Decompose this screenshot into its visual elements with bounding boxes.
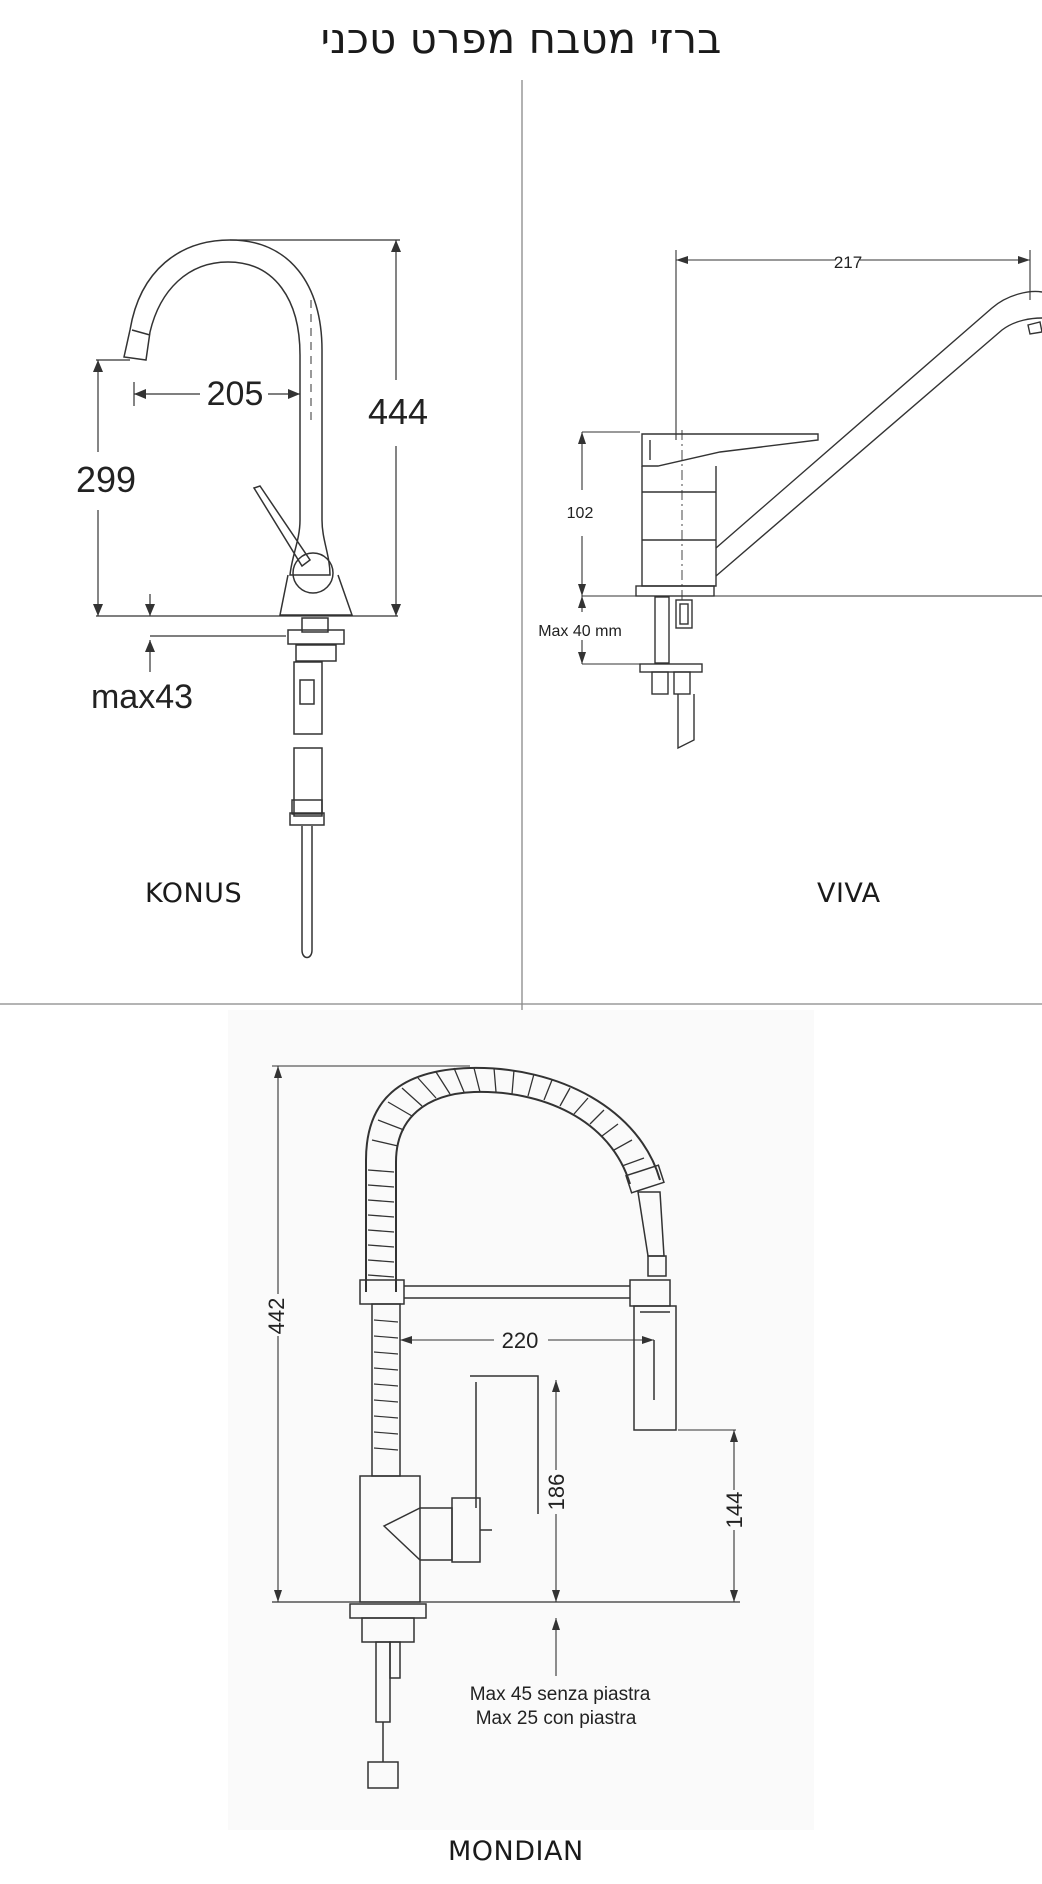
mondian-background [228,1010,814,1830]
konus-spout-height-label: 299 [76,459,136,500]
mondian-lever-height-label: 186 [544,1474,569,1511]
mondian-note-line1: Max 45 senza piastra [470,1684,651,1705]
mondian-arrows [274,1066,738,1630]
mondian-height-label: 442 [264,1298,289,1335]
mondian-note-line2: Max 25 con piastra [476,1708,637,1729]
mondian-reach-label: 220 [502,1328,539,1353]
konus-dimension-lines [96,239,400,672]
mondian-spout-height-label: 144 [722,1492,747,1529]
page-title: ברזי מטבח מפרט טכני [320,14,722,63]
mondian-name: MONDIAN [448,1836,584,1867]
viva-drawing [582,290,1042,750]
konus-height-label: 444 [368,391,428,432]
konus-reach-label: 205 [207,375,264,413]
konus-drawing [96,239,398,959]
viva-max-deck-label: Max 40 mm [538,623,622,640]
viva-body-height-label: 102 [567,505,594,522]
konus-name: KONUS [145,878,243,909]
viva-reach-label: 217 [834,253,862,272]
mondian-drawing [272,1066,740,1789]
konus-max-deck-label: max43 [91,678,193,716]
konus-arrows [93,240,401,652]
viva-dimension-lines [581,250,1031,665]
viva-name: VIVA [817,878,881,909]
viva-arrows [578,256,1030,664]
